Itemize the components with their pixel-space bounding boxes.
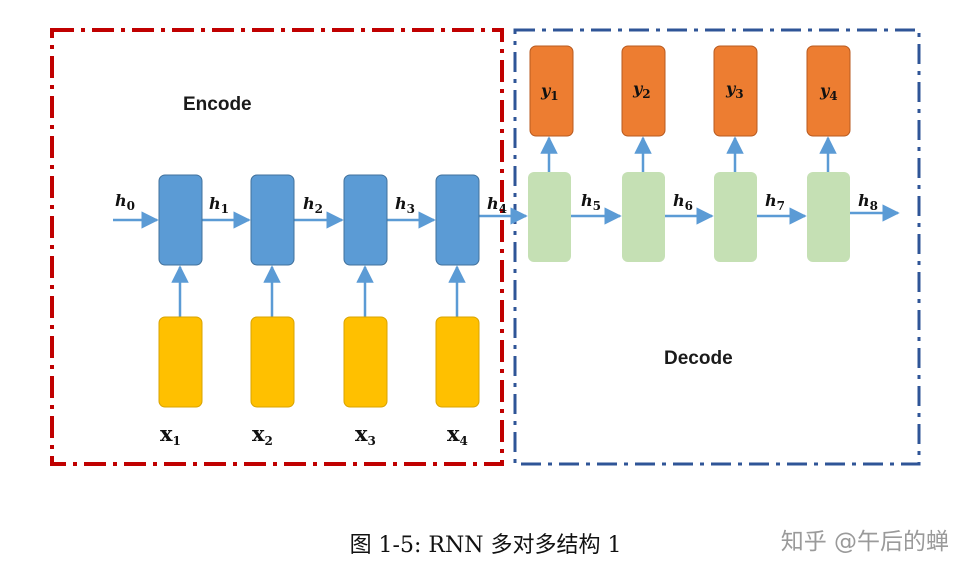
input-box-1: [158, 316, 203, 408]
decoder-cell-1: [528, 172, 571, 262]
encoder-cell-2: [250, 174, 295, 266]
watermark: 知乎 @午后的蝉: [780, 529, 949, 555]
input-box-2: [250, 316, 295, 408]
output-label-y1: y1: [540, 81, 559, 103]
hidden-label-h2: h2: [303, 194, 323, 216]
output-boxes: [529, 45, 851, 137]
decoder-frame: [513, 28, 921, 466]
input-labels: x1 x2 x3 x4: [160, 421, 468, 448]
input-label-x3: x3: [355, 421, 376, 448]
encoder-cell-1: [158, 174, 203, 266]
input-boxes: [158, 316, 480, 408]
input-label-x2: x2: [252, 421, 273, 448]
hidden-label-h7: h7: [765, 191, 785, 213]
figure-caption: 图 1-5: RNN 多对多结构 1: [349, 533, 622, 558]
output-label-y3: y3: [725, 79, 744, 101]
hidden-label-h8: h8: [858, 191, 878, 213]
input-box-3: [343, 316, 388, 408]
input-label-x4: x4: [447, 421, 468, 448]
output-labels: y1 y2 y3 y4: [540, 79, 838, 103]
encode-title: Encode: [183, 94, 252, 115]
encoder-frame: [50, 28, 504, 466]
input-label-x1: x1: [160, 421, 181, 448]
hidden-label-h5: h5: [581, 191, 601, 213]
hidden-label-h0: h0: [115, 191, 135, 213]
decoder-cell-3: [714, 172, 757, 262]
hidden-label-h1: h1: [209, 194, 229, 216]
decoder-cell-2: [622, 172, 665, 262]
hidden-state-labels: h0 h1 h2 h3 h4 h5 h6 h7 h8: [115, 191, 878, 216]
output-box-1: [529, 45, 574, 137]
encoder-cell-4: [435, 174, 480, 266]
output-box-2: [621, 45, 666, 137]
output-box-3: [713, 45, 758, 137]
hidden-label-h4: h4: [487, 194, 507, 216]
decoder-cell-4: [807, 172, 850, 262]
decoder-cells: [528, 172, 850, 262]
arrows-layer: [113, 136, 900, 317]
hidden-label-h3: h3: [395, 194, 415, 216]
input-box-4: [435, 316, 480, 408]
output-label-y2: y2: [632, 79, 651, 101]
hidden-label-h6: h6: [673, 191, 693, 213]
output-label-y4: y4: [819, 81, 838, 103]
output-box-4: [806, 45, 851, 137]
decode-title: Decode: [664, 348, 733, 369]
encoder-cell-3: [343, 174, 388, 266]
encoder-cells: [158, 174, 480, 266]
